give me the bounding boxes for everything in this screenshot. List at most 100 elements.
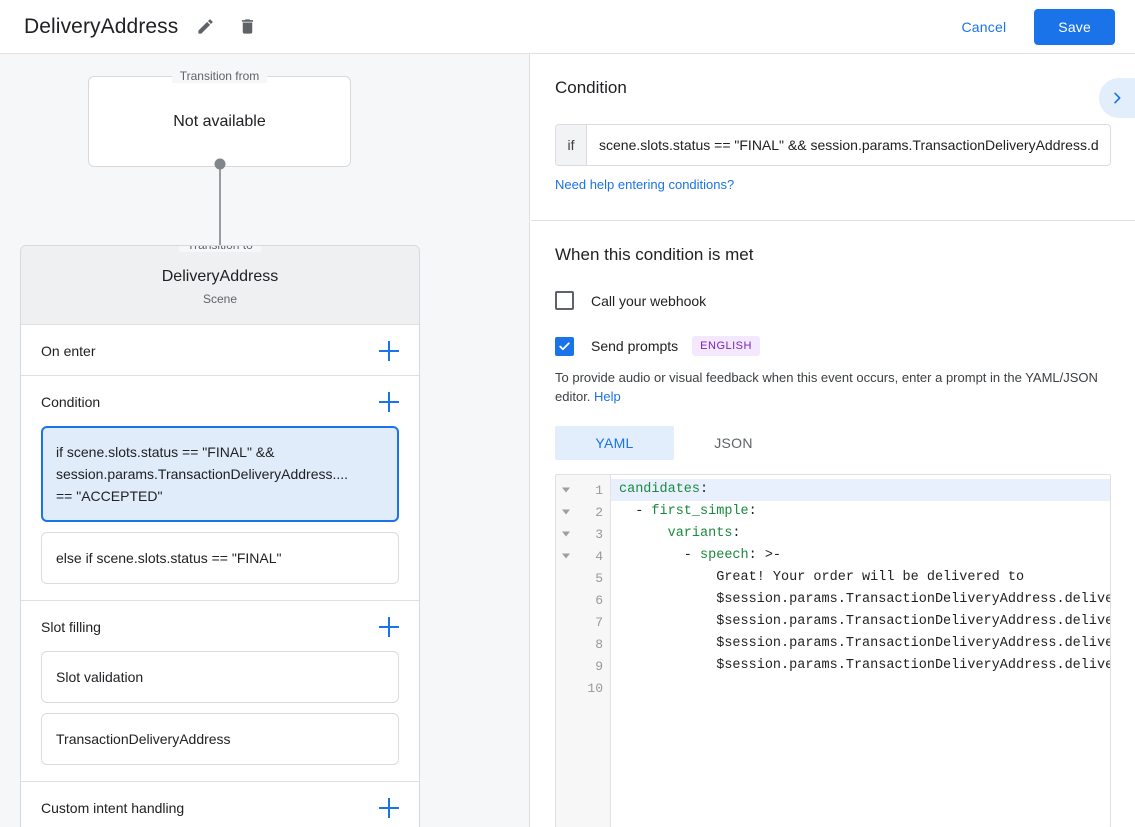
code-rest: : [700,482,709,497]
section-header: Slot filling [21,601,419,651]
condition-input-row: if [555,124,1111,166]
transition-to-subtitle: Scene [202,292,238,306]
fold-triangle-icon[interactable] [562,509,570,515]
code-line: - speech: >- [611,545,1110,567]
when-condition-met-section: When this condition is met Call your web… [531,221,1135,827]
line-number: 9 [595,658,603,674]
code-key: candidates [619,482,701,497]
chevron-right-icon[interactable] [1099,78,1135,118]
transition-from-card: Transition from Not available [88,69,351,167]
line-number: 7 [595,614,603,630]
condition-expression-input[interactable] [587,125,1110,165]
list-item[interactable]: else if scene.slots.status == "FINAL" [41,532,399,584]
section-title: On enter [41,343,96,359]
code-line: variants: [611,523,1110,545]
gutter-line-number: 7 [556,611,610,633]
prompts-helper-text: To provide audio or visual feedback when… [555,368,1111,406]
plus-icon[interactable] [379,798,399,818]
gutter-line-number: 9 [556,655,610,677]
send-prompts-label: Send prompts [591,338,679,354]
plus-icon[interactable] [379,341,399,361]
code-line: Great! Your order will be delivered to [611,567,1110,589]
code-line: candidates: [611,479,1110,501]
pencil-icon[interactable] [190,12,220,42]
line-number: 5 [595,570,603,586]
section-title: Condition [41,394,101,410]
when-met-heading: When this condition is met [555,245,754,264]
list-item-line: TransactionDeliveryAddress [56,731,231,747]
gutter-line-number: 6 [556,589,610,611]
transition-to-header: DeliveryAddress Scene [21,246,419,325]
code-text: Great! Your order will be delivered to [619,570,1025,585]
send-prompts-checkbox[interactable] [555,336,574,356]
webhook-checkbox-row[interactable]: Call your webhook [555,291,1111,310]
line-number: 1 [595,482,603,498]
prompts-help-link[interactable]: Help [594,389,621,404]
line-number: 6 [595,592,603,608]
prompts-helper-body: To provide audio or visual feedback when… [555,370,1098,404]
code-indent [619,526,668,541]
line-number: 4 [595,548,603,564]
code-indent: - [619,548,701,563]
code-rest: : >- [748,548,782,563]
transition-to-name: DeliveryAddress [161,268,279,285]
code-line: $session.params.TransactionDeliveryAddre… [611,611,1110,633]
cancel-button[interactable]: Cancel [948,11,1021,43]
code-line: $session.params.TransactionDeliveryAddre… [611,655,1110,677]
list-item-selected[interactable]: if scene.slots.status == "FINAL" && sessi… [41,426,399,522]
fold-triangle-icon[interactable] [562,531,570,537]
gutter-line-number: 1 [556,479,610,501]
section-title: Slot filling [41,619,101,635]
code-rest: : [732,526,741,541]
fold-triangle-icon[interactable] [562,553,570,559]
transition-from-value: Not available [173,112,266,130]
section-title: Custom intent handling [41,800,185,816]
code-rest: : [748,504,757,519]
plus-icon[interactable] [379,617,399,637]
left-panel: Transition from Not available Transition… [0,54,530,827]
right-panel: Condition if Need help entering conditio… [531,54,1135,827]
code-text: $session.params.TransactionDeliveryAddre… [716,592,1110,607]
plus-icon[interactable] [379,392,399,412]
transition-to-card: Transition to DeliveryAddress Scene On e… [20,245,420,827]
code-indent: - [619,504,652,519]
page-title: DeliveryAddress [24,14,179,38]
list-item[interactable]: Slot validation [41,651,399,703]
line-number: 10 [587,680,603,696]
condition-section: Condition if Need help entering conditio… [531,54,1135,221]
trash-icon[interactable] [232,12,262,42]
code-text: $session.params.TransactionDeliveryAddre… [716,636,1110,651]
code-line: - first_simple: [611,501,1110,523]
call-webhook-label: Call your webhook [591,292,707,309]
code-text: $session.params.TransactionDeliveryAddre… [716,658,1110,673]
editor-code-area[interactable]: candidates: - first_simple: variants: - … [611,475,1110,827]
list-item-line: else if scene.slots.status == "FINAL" [56,550,282,566]
save-button[interactable]: Save [1034,8,1115,45]
section-header: On enter [21,325,419,375]
send-prompts-checkbox-row[interactable]: Send prompts ENGLISH [555,336,1111,356]
call-webhook-checkbox[interactable] [555,291,574,310]
tab-json[interactable]: JSON [714,435,753,451]
list-item-line: if scene.slots.status == "FINAL" && [56,444,275,460]
line-number: 8 [595,636,603,652]
code-key: variants [667,526,733,541]
code-line [611,677,1110,699]
gutter-line-number: 5 [556,567,610,589]
section-body: if scene.slots.status == "FINAL" && sessi… [21,426,419,600]
code-key: first_simple [651,504,749,519]
tab-yaml[interactable]: YAML [555,426,674,460]
list-item-line: session.params.TransactionDeliveryAddres… [56,466,349,482]
list-item[interactable]: TransactionDeliveryAddress [41,713,399,765]
gutter-line-number: 4 [556,545,610,567]
condition-help-link[interactable]: Need help entering conditions? [555,177,735,192]
code-key: speech [700,548,749,563]
gutter-line-number: 10 [556,677,610,699]
section-condition: Condition if scene.slots.status == "FINAL… [21,376,419,601]
language-badge: ENGLISH [692,336,760,356]
fold-triangle-icon[interactable] [562,487,570,493]
